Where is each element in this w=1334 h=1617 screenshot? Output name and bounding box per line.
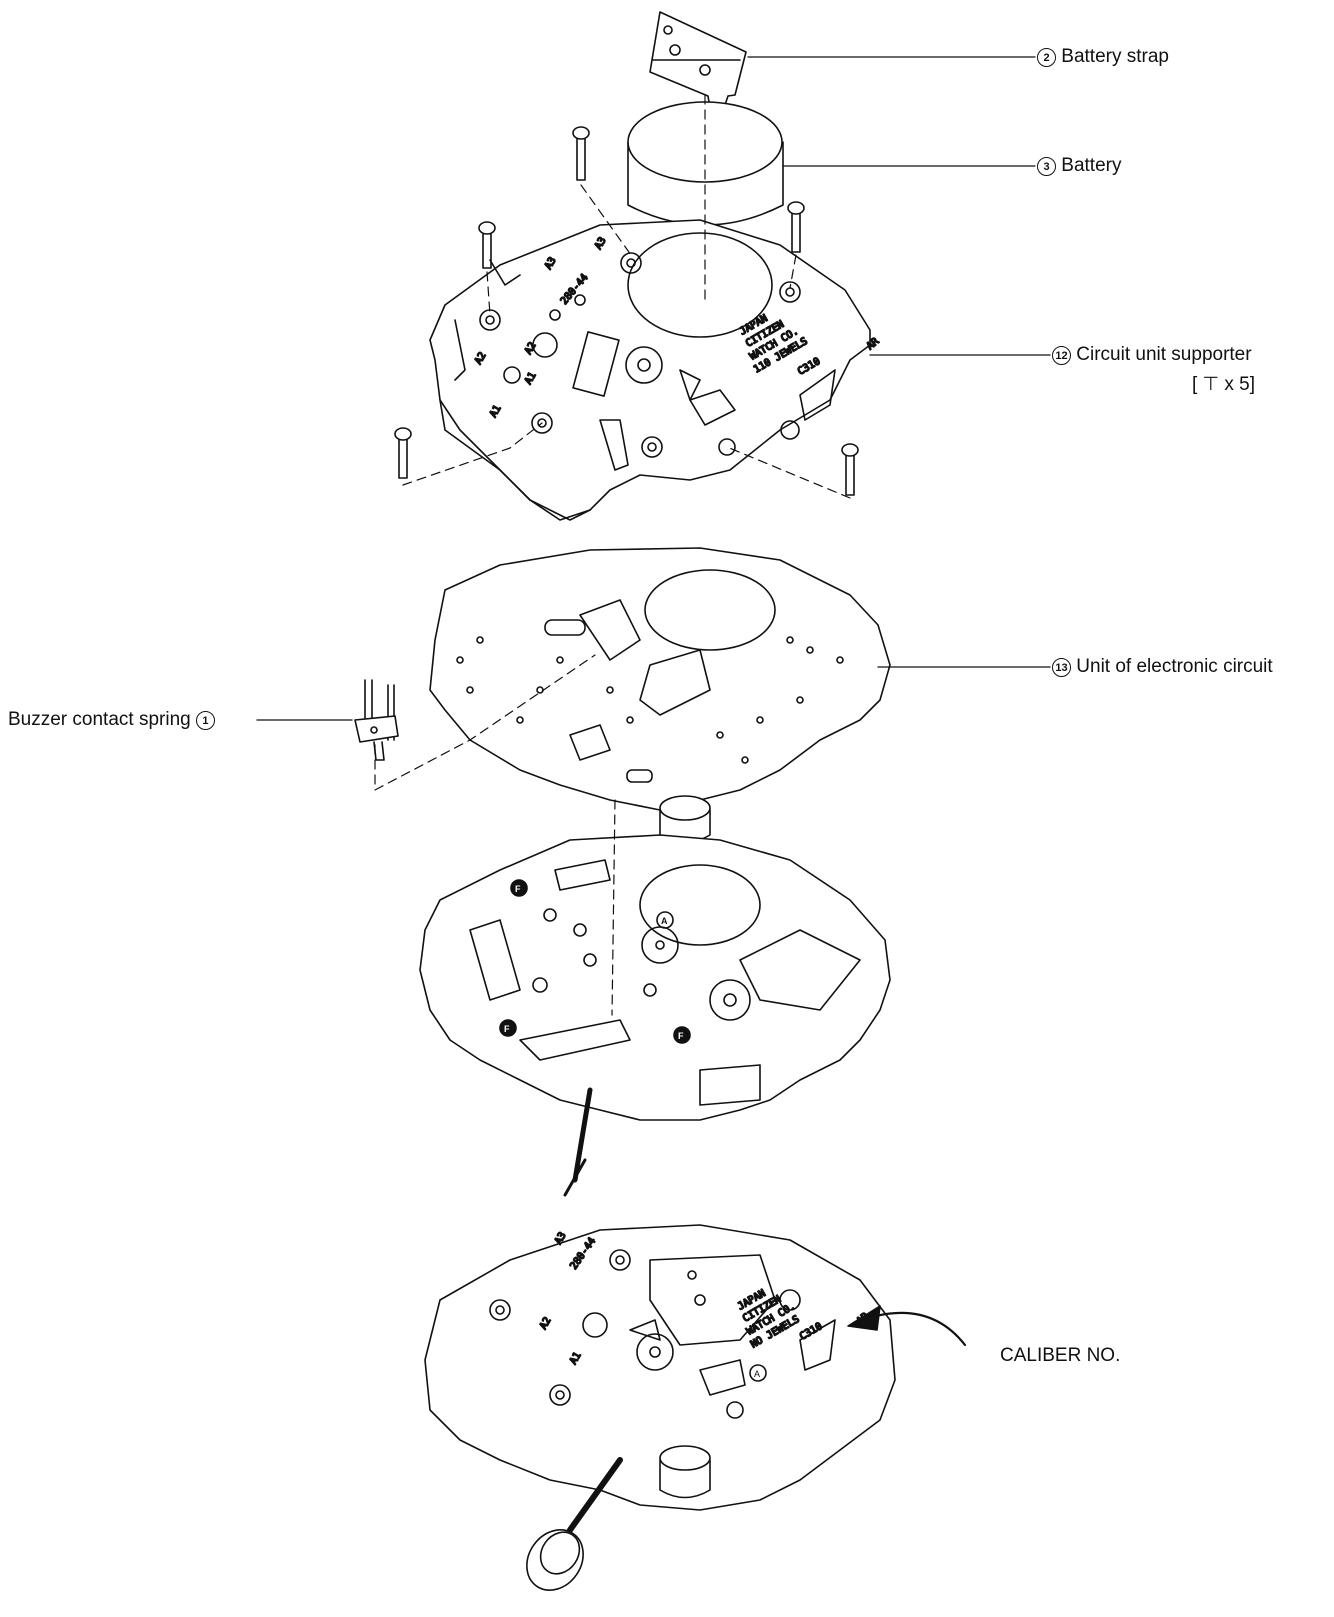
label-text: Battery	[1061, 155, 1122, 176]
caliber-arrow	[847, 1305, 967, 1347]
electronic-circuit-part	[429, 547, 891, 844]
svg-text:A2: A2	[523, 341, 539, 357]
svg-text:F: F	[515, 884, 521, 894]
screw	[394, 427, 412, 479]
screw	[787, 201, 805, 253]
callout-number: 1	[195, 711, 215, 730]
label-electronic-circuit: 13 Unit of electronic circuit	[1052, 656, 1273, 678]
callout-number: 2	[1037, 48, 1056, 67]
svg-text:F: F	[678, 1031, 684, 1041]
screw	[478, 221, 496, 269]
battery-strap-part	[649, 11, 747, 109]
label-circuit-unit-supporter: 12 Circuit unit supporter	[1052, 344, 1252, 366]
label-text: Buzzer contact spring	[8, 709, 191, 730]
screw-count-note: [ ⊤ x 5]	[1192, 374, 1256, 395]
svg-text:A: A	[754, 1369, 760, 1379]
label-battery-strap: 2 Battery strap	[1037, 46, 1169, 68]
screws	[394, 126, 859, 496]
svg-text:F: F	[504, 1024, 510, 1034]
label-battery: 3 Battery	[1037, 155, 1121, 177]
buzzer-spring-part	[354, 679, 399, 761]
screw	[572, 126, 590, 181]
leader-lines	[256, 56, 1051, 721]
label-text: Unit of electronic circuit	[1076, 656, 1273, 677]
callout-number: 13	[1052, 658, 1071, 677]
label-caliber-no: CALIBER NO.	[1000, 1345, 1121, 1366]
assembled-movement-part: A JAPAN CITIZEN WATCH CO. NO JEWELS C310…	[424, 1224, 896, 1591]
label-text: Circuit unit supporter	[1076, 344, 1252, 365]
svg-text:A: A	[661, 916, 668, 926]
assembly-guide-lines	[374, 94, 851, 1016]
label-buzzer-spring: Buzzer contact spring 1	[8, 709, 215, 731]
callout-number: 12	[1052, 346, 1071, 365]
movement-module-part: F A F F	[419, 834, 891, 1197]
label-text: Battery strap	[1061, 46, 1169, 67]
circuit-unit-supporter-part: JAPAN CITIZEN WATCH CO. 110 JEWELS C310 …	[429, 219, 883, 521]
callout-number: 3	[1037, 157, 1056, 176]
screw	[841, 443, 859, 496]
